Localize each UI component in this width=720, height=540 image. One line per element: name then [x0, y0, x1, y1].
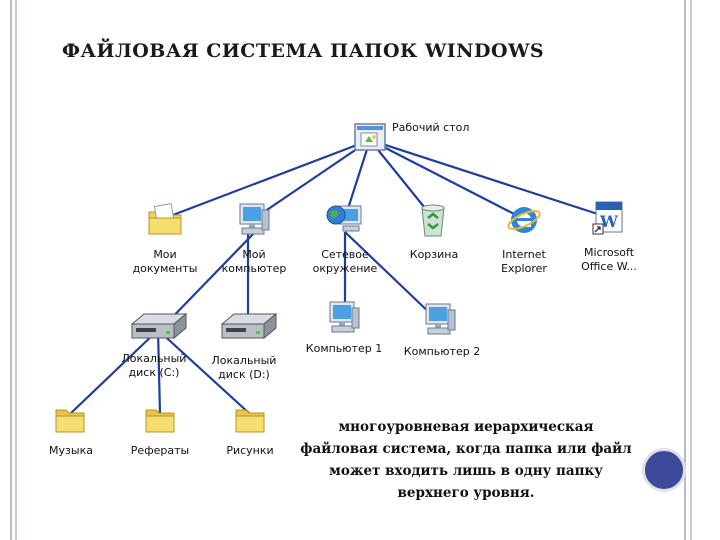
- drive-d-label-line1: Локальный: [211, 354, 277, 367]
- frame-border-left: [15, 0, 17, 540]
- frame-border-right: [690, 0, 692, 540]
- drive-d-label-line2: диск (D:): [218, 368, 270, 381]
- edge-root-recycle: [369, 139, 434, 219]
- edge-c-pictures: [157, 329, 251, 415]
- drive-c-label-line1: Локальный: [121, 352, 187, 365]
- edge-root-mydocs: [164, 138, 371, 220]
- svg-text:W: W: [599, 212, 619, 231]
- mydocs-label-line1: Мои: [153, 248, 177, 261]
- network-label-line2: окружение: [312, 262, 378, 275]
- mycomputer-label-line2: компьютер: [221, 262, 287, 275]
- edge-root-word: [369, 138, 611, 220]
- computer2-label: Компьютер 2: [403, 345, 481, 358]
- folder-reports-label: Рефераты: [130, 444, 190, 457]
- network-icon[interactable]: [325, 202, 365, 242]
- edge-c-music: [69, 329, 159, 415]
- network-label-line1: Сетевое: [321, 248, 369, 261]
- edge-root-network: [343, 139, 372, 219]
- word-shortcut-icon[interactable]: W: [592, 200, 626, 240]
- slide-title: ФАЙЛОВАЯ СИСТЕМА ПАПОК WINDOWS: [62, 40, 545, 62]
- edge-c-reports: [156, 329, 162, 415]
- slide-description: многоуровневая иерархическая файловая си…: [300, 419, 632, 501]
- recycle-bin-icon[interactable]: [418, 202, 448, 242]
- computer-icon-1[interactable]: [326, 300, 362, 340]
- my-documents-icon[interactable]: [147, 202, 183, 240]
- drive-c-label-line2: диск (C:): [128, 366, 180, 379]
- mydocs-label-line2: документы: [132, 262, 198, 275]
- edge-root-mycomputer: [254, 139, 371, 219]
- computer1-label: Компьютер 1: [305, 342, 383, 355]
- word-label-line1: Microsoft: [583, 246, 635, 259]
- folder-icon-reports[interactable]: [144, 404, 176, 438]
- internet-explorer-icon[interactable]: [506, 202, 542, 242]
- my-computer-icon[interactable]: [236, 202, 272, 242]
- computer-icon-2[interactable]: [422, 302, 458, 342]
- word-label-line2: Office W...: [581, 260, 637, 273]
- desktop-icon[interactable]: [353, 122, 387, 158]
- decorative-circle: [642, 448, 686, 492]
- recycle-label: Корзина: [409, 248, 459, 261]
- mycomputer-label-line1: Мой: [242, 248, 266, 261]
- folder-music-label: Музыка: [49, 444, 93, 457]
- ie-label-line2: Explorer: [501, 262, 547, 275]
- disk-drive-icon-d[interactable]: [220, 312, 278, 346]
- disk-drive-icon-c[interactable]: [130, 312, 188, 346]
- edge-root-ie: [369, 139, 523, 219]
- slide-frame: [10, 0, 686, 540]
- ie-label-line1: Internet: [502, 248, 546, 261]
- folder-pictures-label: Рисунки: [226, 444, 274, 457]
- edge-network-comp2: [344, 231, 436, 319]
- folder-icon-pictures[interactable]: [234, 404, 266, 438]
- root-label: Рабочий стол: [392, 121, 470, 134]
- folder-icon-music[interactable]: [54, 404, 86, 438]
